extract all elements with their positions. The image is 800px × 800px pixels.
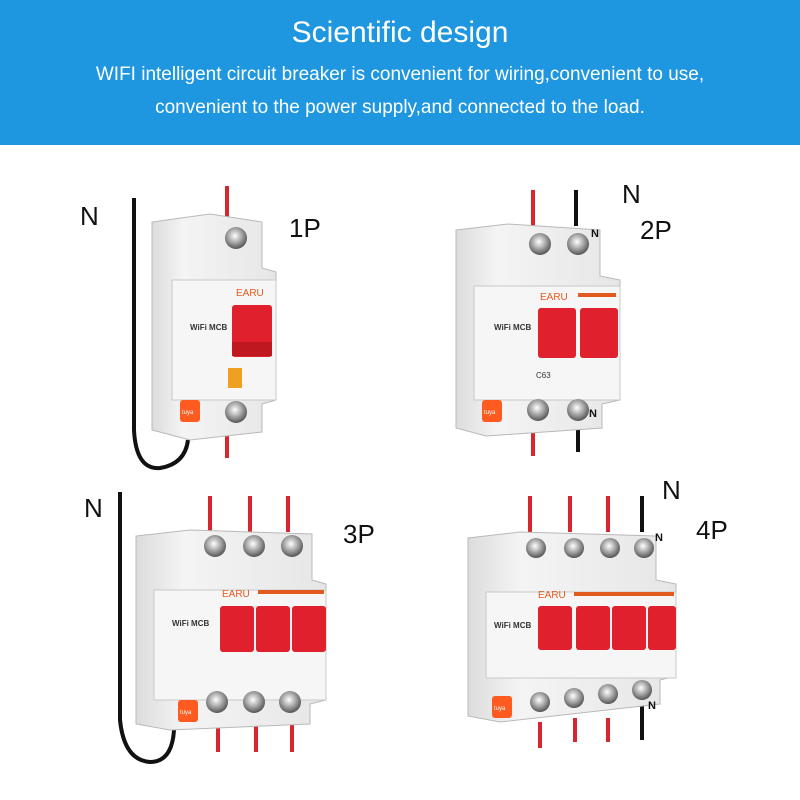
svg-text:tuya: tuya [494,706,506,712]
svg-text:WiFi MCB: WiFi MCB [494,323,531,332]
neutral-label-2p: N [622,179,641,209]
header-banner: Scientific design WIFI intelligent circu… [0,0,800,145]
neutral-label-4p: N [662,475,681,505]
brand-label: EARU [236,288,264,299]
svg-text:tuya: tuya [484,410,496,416]
svg-text:C63: C63 [536,371,551,380]
banner-description-line-1: WIFI intelligent circuit breaker is conv… [95,64,705,85]
neutral-terminal-bottom-2p: N [589,408,597,420]
neutral-label-1p: N [80,201,99,231]
breaker-1p: EARU WiFi MCB tuya [132,186,277,471]
neutral-terminal-bottom-4p: N [648,700,656,712]
neutral-wire [132,198,190,471]
neutral-terminal-top-2p: N [591,228,599,240]
breaker-3p: EARU WiFi MCB tuya [118,492,327,765]
neutral-label-3p: N [84,493,103,523]
banner-title: Scientific design [291,16,509,49]
neutral-terminal-top-4p: N [655,532,663,544]
svg-text:WiFi MCB: WiFi MCB [494,621,531,630]
svg-text:EARU: EARU [538,590,566,601]
svg-text:EARU: EARU [222,589,250,600]
label-2p: 2P [640,215,672,245]
banner-description-line-2: convenient to the power supply,and conne… [155,97,645,118]
breaker-4p: EARU WiFi MCB tuya [467,496,677,748]
svg-text:WiFi MCB: WiFi MCB [172,619,209,628]
svg-text:tuya: tuya [182,410,194,416]
tuya-badge [180,400,200,422]
label-1p: 1P [289,213,321,243]
label-3p: 3P [343,519,375,549]
svg-text:WiFi MCB: WiFi MCB [190,323,227,332]
svg-text:tuya: tuya [180,710,192,716]
label-4p: 4P [696,515,728,545]
screw [225,227,247,249]
svg-text:EARU: EARU [540,292,568,303]
screw [225,401,247,423]
breaker-2p: EARU WiFi MCB C63 tuya [455,190,621,456]
